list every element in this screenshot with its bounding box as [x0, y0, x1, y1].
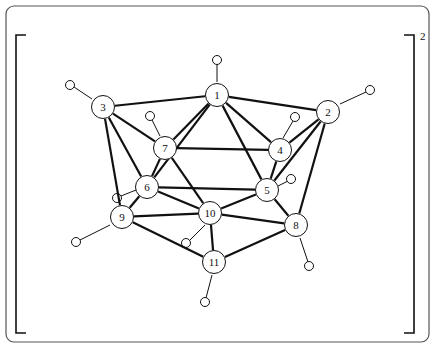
bond-line: [172, 158, 203, 203]
bond-line: [223, 106, 262, 180]
bond-line: [130, 196, 140, 208]
atom-number: 1: [214, 90, 220, 101]
bond-line: [225, 230, 285, 257]
bond-line: [133, 222, 203, 256]
bond-line: [152, 159, 160, 176]
bond-line: [222, 215, 284, 224]
bond-line: [221, 194, 256, 208]
boron-atom: 7: [153, 136, 177, 160]
boron-atom: 11: [202, 250, 226, 274]
bond-line: [173, 104, 208, 140]
bond-line: [211, 225, 213, 250]
bond-line: [226, 103, 271, 142]
atom-number: 9: [119, 212, 125, 223]
bond-line: [159, 187, 255, 189]
charge-label: 2: [420, 30, 426, 42]
atom-number: 7: [162, 143, 168, 154]
atom-number: 5: [264, 185, 270, 196]
frame-border: [6, 6, 429, 342]
atom-number: 2: [325, 107, 331, 118]
bond-line: [105, 119, 120, 205]
boron-atom: 3: [91, 95, 115, 119]
hydrogen-bonds: [74, 64, 366, 298]
boron-atom: 10: [198, 201, 222, 225]
bond-line: [274, 121, 320, 180]
bond-line: [158, 192, 199, 209]
bond-line: [134, 214, 198, 217]
boron-atom: 4: [268, 138, 292, 162]
atom-number: 3: [100, 102, 106, 113]
bond-line: [271, 161, 277, 178]
atom-number: 4: [277, 145, 283, 156]
bracket: [16, 35, 414, 333]
boron-atom: 8: [284, 213, 308, 237]
bond-line: [177, 148, 268, 150]
bond-line: [299, 124, 324, 214]
bond-line: [229, 97, 316, 110]
atom-number: 8: [293, 220, 299, 231]
boron-atom: 1: [205, 83, 229, 107]
bond-line: [115, 96, 205, 105]
boron-atom: 9: [110, 205, 134, 229]
boron-atom: 5: [255, 178, 279, 202]
atom-number: 11: [209, 257, 220, 268]
bond-line: [275, 199, 289, 216]
boron-atom: 2: [316, 100, 340, 124]
hydrogen-atoms: [66, 56, 375, 307]
atom-number: 6: [144, 182, 150, 193]
boron-atom: 6: [135, 175, 159, 199]
atom-number: 10: [205, 208, 216, 219]
